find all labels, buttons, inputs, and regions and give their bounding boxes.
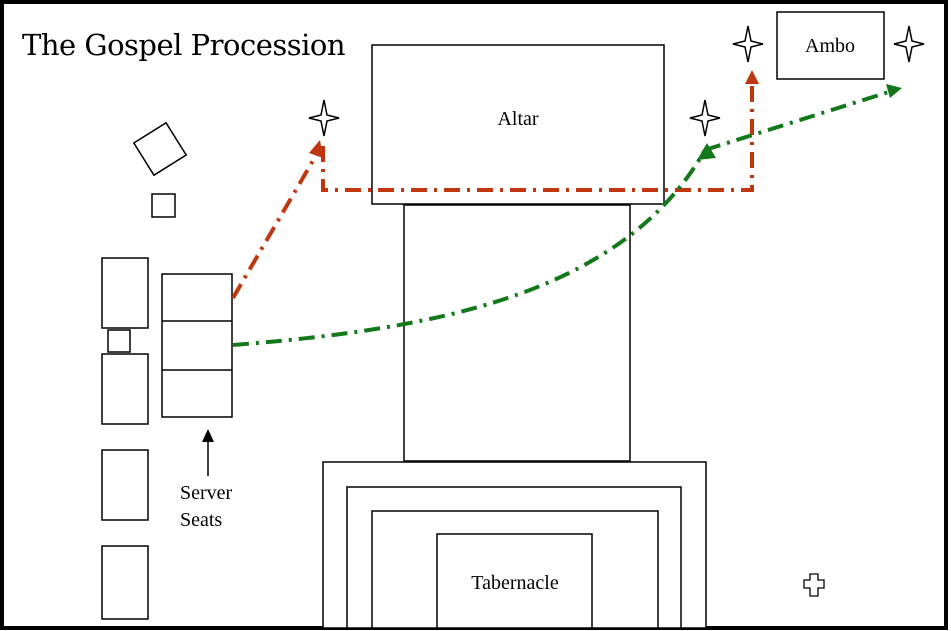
side-table xyxy=(151,193,176,218)
server-seats-bench xyxy=(161,273,233,418)
seat xyxy=(101,257,149,329)
server-seats-label-line1: Server xyxy=(180,482,233,504)
candle-star-icon xyxy=(308,99,340,137)
altar-label: Altar xyxy=(497,108,538,130)
red-procession-path-to-left-candle xyxy=(231,150,320,300)
credence-table xyxy=(107,329,131,353)
candle-star-icon xyxy=(689,99,721,137)
arrow-up-icon xyxy=(202,429,214,442)
green-arrowhead xyxy=(886,84,902,98)
presider-chair xyxy=(132,121,188,177)
ambo-label: Ambo xyxy=(805,35,855,57)
sanctuary-aisle xyxy=(403,204,631,462)
cross-icon xyxy=(803,573,825,597)
ambo xyxy=(776,11,885,80)
server-seats-label-line2: Seats xyxy=(180,509,222,531)
tabernacle xyxy=(436,533,593,629)
candle-star-icon xyxy=(893,25,925,63)
seat xyxy=(101,449,149,521)
candle-star-icon xyxy=(732,25,764,63)
green-procession-path-to-ambo xyxy=(704,88,896,152)
tabernacle-label: Tabernacle xyxy=(471,572,559,594)
red-arrowhead xyxy=(309,140,323,158)
seat xyxy=(101,545,149,620)
red-arrowhead xyxy=(745,70,759,84)
altar xyxy=(371,44,665,205)
green-procession-path-to-altar-candle xyxy=(232,149,707,347)
diagram-title: The Gospel Procession xyxy=(22,28,345,62)
seat xyxy=(101,353,149,425)
